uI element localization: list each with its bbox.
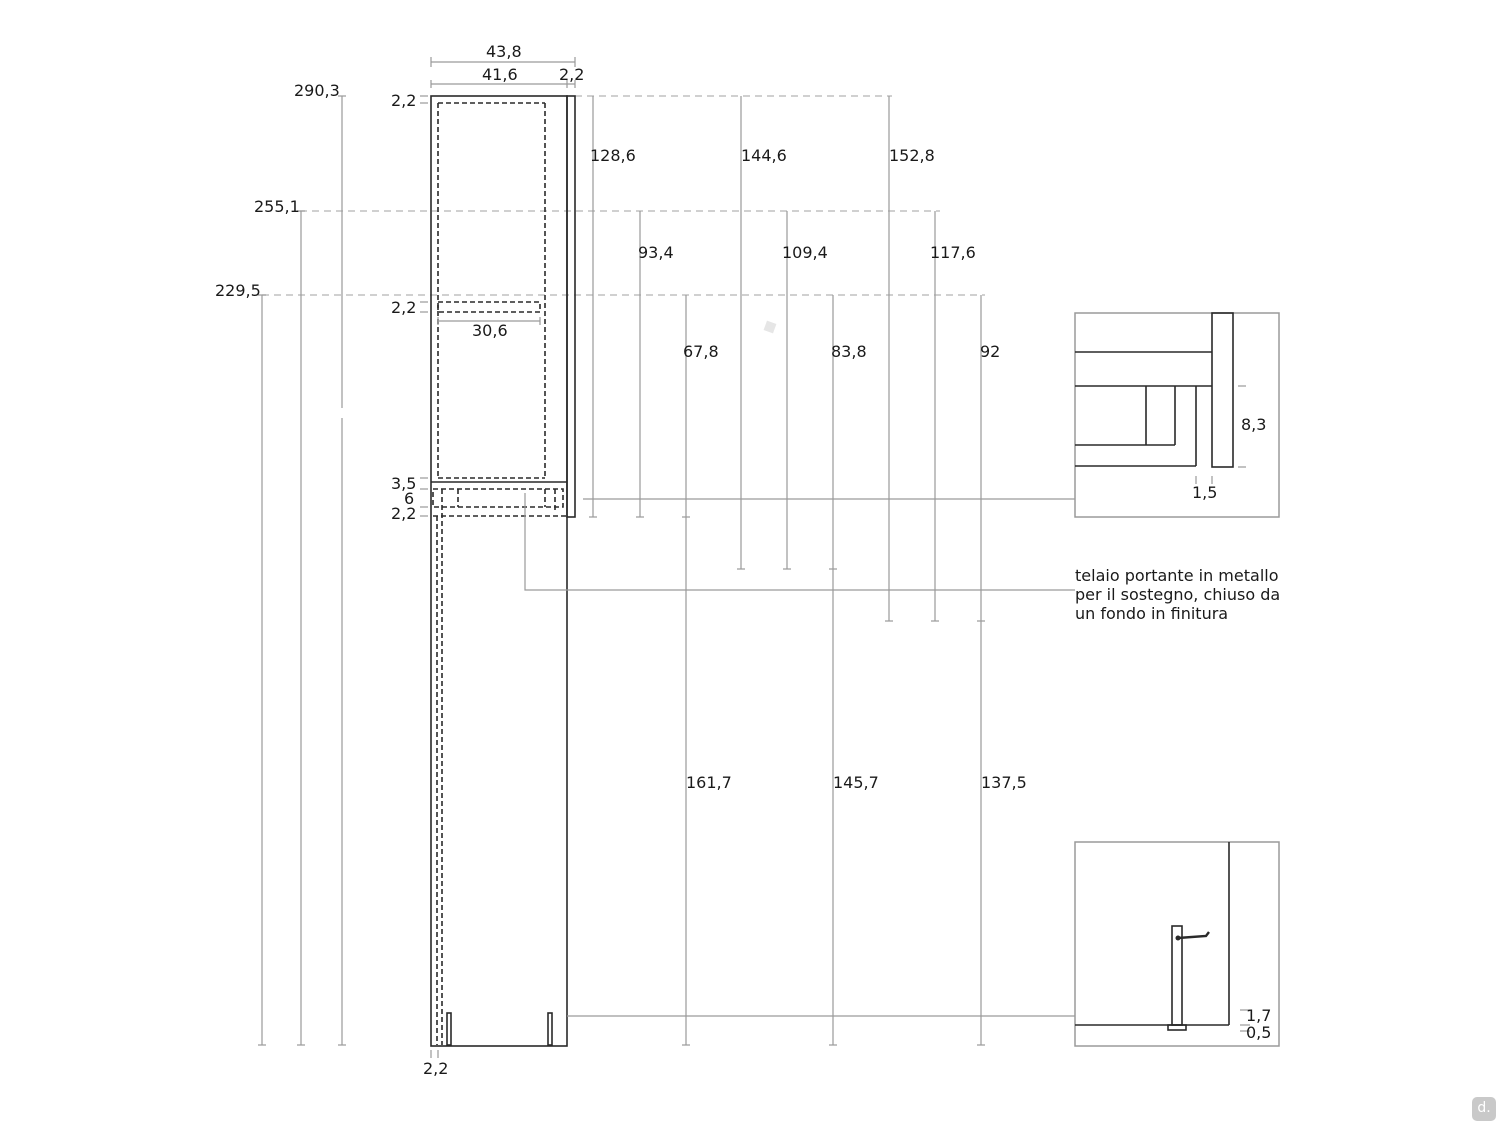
annotation-line-2: per il sostegno, chiuso da xyxy=(1075,585,1280,604)
label-frame-height: 6 xyxy=(404,489,414,508)
brand-logo: d. xyxy=(1472,1097,1496,1121)
detail-frame-joint xyxy=(1074,312,1280,518)
label-top-rail: 3,5 xyxy=(391,474,416,493)
detail-foot xyxy=(1074,841,1280,1047)
left-ticks xyxy=(420,95,428,517)
label-h-137: 137,5 xyxy=(981,773,1027,792)
label-door-thickness: 2,2 xyxy=(559,65,584,84)
label-h-83: 83,8 xyxy=(831,342,867,361)
label-h-145: 145,7 xyxy=(833,773,879,792)
label-height-low: 229,5 xyxy=(215,281,261,300)
label-inner-depth: 41,6 xyxy=(482,65,518,84)
label-detail-height: 8,3 xyxy=(1241,415,1266,434)
label-h-92: 92 xyxy=(980,342,1000,361)
label-h-67: 67,8 xyxy=(683,342,719,361)
dimension-labels: 43,8 41,6 2,2 2,2 2,2 30,6 3,5 6 2,2 2,2… xyxy=(215,42,1271,1078)
label-height-mid: 255,1 xyxy=(254,197,300,216)
reference-lines xyxy=(262,95,985,296)
center-marker xyxy=(763,320,777,334)
top-depth-lines xyxy=(430,57,576,88)
leader-lines xyxy=(524,493,1075,1017)
label-h-161: 161,7 xyxy=(686,773,732,792)
label-height-total: 290,3 xyxy=(294,81,340,100)
label-h-152: 152,8 xyxy=(889,146,935,165)
label-detail-gap: 1,5 xyxy=(1192,483,1217,502)
label-h-117: 117,6 xyxy=(930,243,976,262)
annotation: telaio portante in metallo per il sosteg… xyxy=(1075,566,1280,623)
label-side-bottom: 2,2 xyxy=(423,1059,448,1078)
height-lines xyxy=(589,96,985,1046)
label-foot-a: 1,7 xyxy=(1246,1006,1271,1025)
annotation-line-3: un fondo in finitura xyxy=(1075,604,1228,623)
label-total-depth: 43,8 xyxy=(486,42,522,61)
label-h-128: 128,6 xyxy=(590,146,636,165)
left-height-lines xyxy=(258,95,346,1046)
annotation-line-1: telaio portante in metallo xyxy=(1075,566,1279,585)
label-foot-b: 0,5 xyxy=(1246,1023,1271,1042)
label-shelf-thickness: 2,2 xyxy=(391,298,416,317)
label-base-thickness: 2,2 xyxy=(391,504,416,523)
label-top-thickness: 2,2 xyxy=(391,91,416,110)
label-h-144: 144,6 xyxy=(741,146,787,165)
cabinet xyxy=(430,95,576,1058)
label-shelf-depth: 30,6 xyxy=(472,321,508,340)
label-h-109: 109,4 xyxy=(782,243,828,262)
label-h-93: 93,4 xyxy=(638,243,674,262)
